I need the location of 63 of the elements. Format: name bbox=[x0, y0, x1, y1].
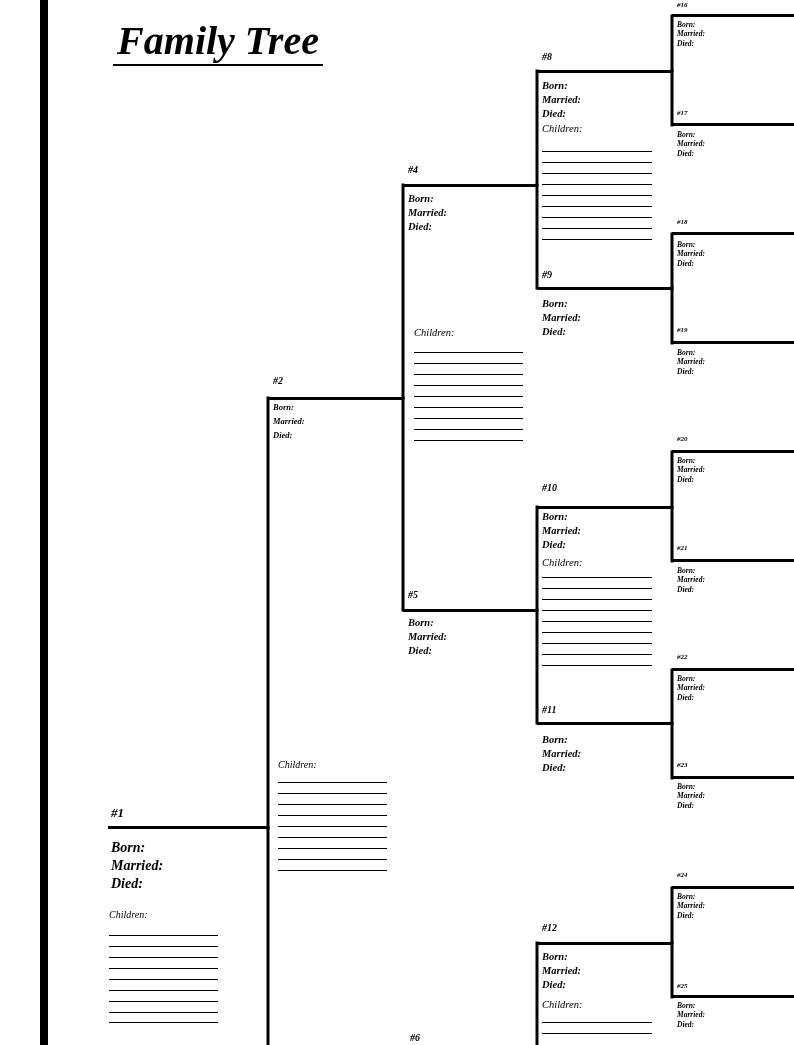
field-label: Born: bbox=[542, 510, 569, 523]
connector-line bbox=[670, 941, 674, 999]
connector-line bbox=[670, 450, 674, 509]
person-number: #5 bbox=[408, 589, 419, 601]
connector-line bbox=[535, 941, 539, 1045]
person-number: #2 bbox=[273, 375, 284, 387]
field-label: Died: bbox=[542, 107, 567, 120]
children-label: Children: bbox=[278, 759, 318, 771]
field-label: Married: bbox=[111, 857, 165, 875]
connector-line bbox=[670, 886, 674, 945]
field-label: Died: bbox=[273, 431, 294, 441]
connector-line bbox=[535, 69, 539, 187]
field-label: Born: bbox=[542, 79, 569, 92]
field-label: Married: bbox=[542, 747, 583, 760]
field-label: Born: bbox=[408, 192, 435, 205]
field-label: Married: bbox=[408, 630, 449, 643]
connector-line bbox=[535, 183, 539, 290]
field-label: Born: bbox=[542, 297, 569, 310]
field-label: Married: bbox=[408, 206, 449, 219]
field-label: Died: bbox=[542, 538, 567, 551]
person-number: #11 bbox=[542, 704, 558, 716]
connector-line bbox=[670, 286, 674, 345]
person-number: #12 bbox=[542, 922, 558, 934]
person-number: #4 bbox=[408, 164, 419, 176]
field-label: Born: bbox=[542, 950, 569, 963]
person-number: #10 bbox=[542, 482, 558, 494]
person-number: #1 bbox=[111, 805, 125, 821]
field-label: Born: bbox=[408, 616, 435, 629]
children-label: Children: bbox=[109, 909, 149, 921]
children-label: Children: bbox=[542, 556, 584, 569]
person-number: #9 bbox=[542, 269, 553, 281]
children-label: Children: bbox=[414, 326, 456, 339]
connector-line bbox=[670, 69, 674, 127]
field-label: Born: bbox=[273, 403, 295, 413]
field-label: Married: bbox=[542, 311, 583, 324]
children-label: Children: bbox=[542, 998, 584, 1011]
connector-line bbox=[535, 505, 539, 612]
children-label: Children: bbox=[542, 122, 584, 135]
field-label: Born: bbox=[542, 733, 569, 746]
connector-line bbox=[670, 505, 674, 563]
field-label: Married: bbox=[542, 524, 583, 537]
field-label: Married: bbox=[542, 964, 583, 977]
field-label: Died: bbox=[542, 761, 567, 774]
connector-line bbox=[266, 396, 270, 830]
person-number: #6 bbox=[410, 1032, 421, 1044]
connector-line bbox=[670, 721, 674, 780]
connector-line bbox=[670, 668, 674, 725]
person-number: #8 bbox=[542, 51, 553, 63]
field-label: Died: bbox=[408, 220, 433, 233]
connector-line bbox=[535, 608, 539, 725]
connector-line bbox=[266, 826, 270, 1045]
connector-line bbox=[670, 14, 674, 73]
connector-line bbox=[670, 232, 674, 290]
field-label: Died: bbox=[542, 978, 567, 991]
connector-line bbox=[401, 396, 405, 612]
field-label: Died: bbox=[111, 875, 144, 893]
field-label: Died: bbox=[542, 325, 567, 338]
page-title: Family Tree bbox=[113, 18, 323, 66]
connector-line bbox=[401, 183, 405, 400]
field-label: Born: bbox=[111, 839, 147, 857]
field-label: Died: bbox=[408, 644, 433, 657]
field-label: Married: bbox=[273, 417, 306, 427]
field-label: Married: bbox=[542, 93, 583, 106]
